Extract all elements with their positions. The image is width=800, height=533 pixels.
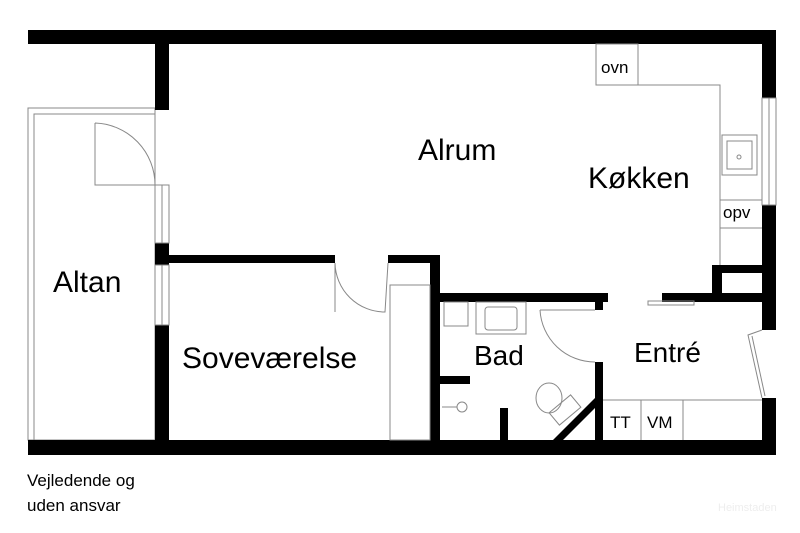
label-tt: TT [610,413,631,432]
disclaimer: Vejledende og uden ansvar [27,468,135,518]
fixtures [389,43,762,441]
toilet-icon [535,382,563,414]
room-label-alrum: Alrum [418,134,496,167]
room-label-entre: Entré [634,337,701,368]
label-vm: VM [647,413,673,432]
disclaimer-line-2: uden ansvar [27,496,121,515]
label-opv: opv [723,203,751,222]
shower-drain-icon [456,401,468,413]
walls [28,30,776,455]
room-label-kokken: Køkken [588,162,690,195]
doors [94,122,766,399]
kitchen-sink-icon [721,134,758,176]
label-ovn: ovn [601,58,628,77]
room-label-bad: Bad [474,340,524,371]
bath-sink-icon [475,301,527,335]
watermark: Heimstaden [718,502,777,514]
disclaimer-line-1: Vejledende og [27,471,135,490]
room-label-sovevaerelse: Soveværelse [182,342,357,375]
room-label-altan: Altan [53,266,121,299]
windows [154,97,777,326]
wardrobe [389,284,431,441]
